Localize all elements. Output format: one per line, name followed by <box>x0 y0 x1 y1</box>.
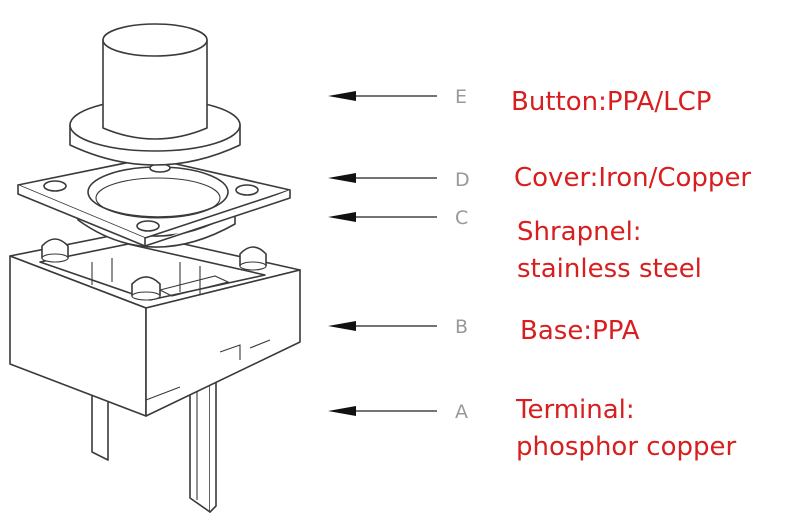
label-shrapnel-line-1: Shrapnel: <box>517 217 642 247</box>
part-letter-a: A <box>455 401 468 423</box>
label-base: Base:PPA <box>520 313 640 350</box>
arrow-a <box>328 406 437 416</box>
base-part <box>9 231 301 417</box>
arrow-d <box>328 173 437 183</box>
label-cover: Cover:Iron/Copper <box>514 160 751 197</box>
arrow-b <box>328 321 437 331</box>
part-letter-d: D <box>455 169 470 191</box>
part-letter-e: E <box>455 86 467 108</box>
button-part <box>69 23 241 166</box>
label-terminal: Terminal: phosphor copper <box>516 392 736 466</box>
label-button-line-1: Button:PPA/LCP <box>511 87 712 117</box>
label-cover-line-1: Cover:Iron/Copper <box>514 163 752 193</box>
label-terminal-line-1: Terminal: <box>516 395 635 425</box>
label-terminal-line-2: phosphor copper <box>516 432 737 462</box>
label-shrapnel-line-2: stainless steel <box>517 254 702 284</box>
arrow-c <box>328 212 437 222</box>
part-letter-c: C <box>455 207 468 229</box>
cover-part <box>17 157 291 247</box>
part-letter-b: B <box>455 316 468 338</box>
arrow-e <box>328 91 437 101</box>
label-base-line-1: Base:PPA <box>520 316 640 346</box>
label-shrapnel: Shrapnel: stainless steel <box>517 214 702 288</box>
label-button: Button:PPA/LCP <box>511 84 711 121</box>
